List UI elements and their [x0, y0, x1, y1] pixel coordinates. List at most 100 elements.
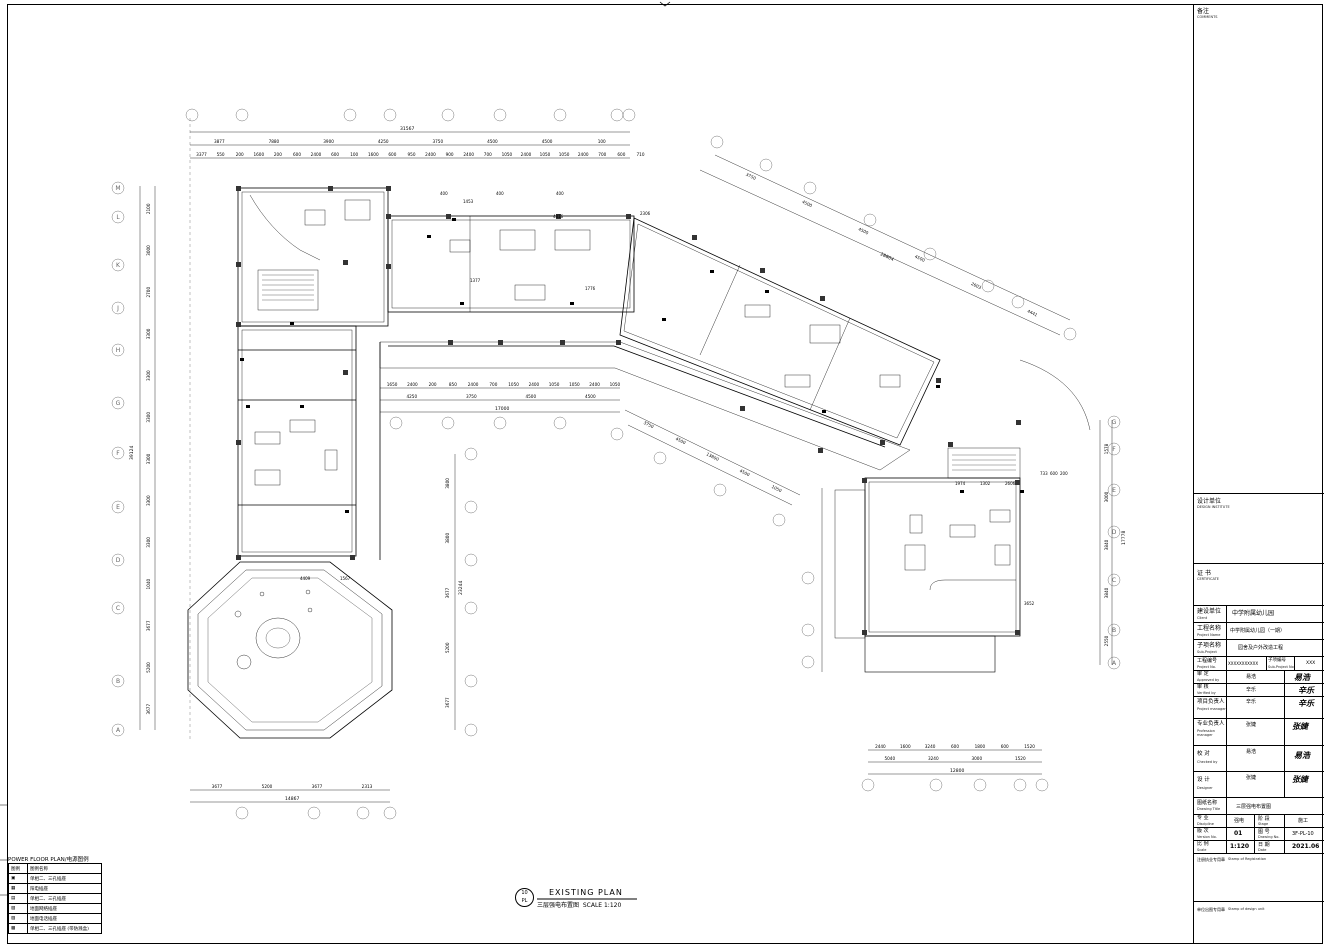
drawing-title-value: 三层强电布置图: [1236, 804, 1272, 810]
dim-top-detail: 2400: [311, 152, 322, 157]
dim-corridor-detail: 1050: [508, 382, 519, 387]
project-row: 工程名称 Project Name 中学附属幼儿园（一期）: [1194, 623, 1324, 640]
room-dimension-label: 400: [556, 191, 564, 196]
dim-top-segment: 4500: [487, 139, 498, 144]
room-dimension-label: 1567: [340, 576, 351, 581]
upper-classroom-block: [387, 215, 635, 313]
grid-axis-right: E: [1112, 487, 1116, 494]
dim-diagonal-segment: 4500: [801, 199, 813, 208]
drawing-title-label-en: Drawing Title: [1197, 807, 1221, 811]
grid-axis-left: F: [116, 450, 120, 457]
dim-left-segment: 3677: [146, 620, 151, 631]
dim-diagonal-segment: 4500: [914, 254, 926, 263]
dim-top-detail: 700: [598, 152, 606, 157]
profession-manager-value: 张婕: [1246, 722, 1257, 728]
dim-diagonal-lower-segment: 4500: [739, 468, 751, 477]
legend-symbol: ▤: [8, 893, 28, 904]
discipline-label: 专 业: [1197, 815, 1209, 821]
plan-name: 三层强电布置图: [537, 902, 580, 909]
room-dimension-label: 1377: [470, 278, 481, 283]
legend-header-symbol: 图例: [8, 863, 28, 874]
grid-axis-left: C: [116, 605, 120, 612]
legend-item: 单相二、三孔插座: [27, 893, 102, 904]
subproject-value: 园舍及户外改造工程: [1238, 645, 1284, 651]
room-dimension-label: 733: [1040, 471, 1048, 476]
registration-cell: 注册执业专用章 Stamp of Registration: [1194, 854, 1324, 902]
dim-diagonal-lower-segment: 1050: [771, 484, 783, 493]
room-dimension-label: 4409: [300, 576, 311, 581]
room-dimension-label: 1302: [980, 481, 991, 486]
grid-axis-right: C: [1112, 577, 1116, 584]
dim-bottom-right-segment: 3240: [928, 756, 939, 761]
subproject-row: 子项名称 Sub-Project 园舍及户外改造工程: [1194, 640, 1324, 657]
legend-symbol: ▣: [8, 873, 28, 884]
dim-right-segment: 2550: [1104, 635, 1109, 646]
dim-top-detail: 600: [617, 152, 625, 157]
dim-top-detail: 1600: [253, 152, 264, 157]
drawing-number-value: 3F-PL-10: [1292, 831, 1314, 837]
dim-corridor-detail: 700: [489, 382, 497, 387]
stamp-cell: 单位出图专用章 Stamp of design unit: [1194, 902, 1324, 944]
dim-top-detail: 3377: [196, 152, 207, 157]
dim-hex-segment: 5200: [445, 642, 450, 653]
design-unit-label: 设计单位: [1197, 498, 1222, 505]
designer-value: 张婕: [1246, 775, 1257, 781]
dimension-text: 31567 17000 14867 12800 17778 39124 2324…: [129, 126, 1127, 802]
dim-diagonal-segment: 2603: [970, 281, 982, 290]
verified-label-en: Verified by: [1197, 691, 1216, 695]
profession-manager-row: 专业负责人 Profession manager 张婕 张婕: [1194, 719, 1324, 746]
project-label: 工程名称: [1197, 625, 1222, 632]
dim-corridor-detail: 2400: [468, 382, 479, 387]
dim-right-segment: 1578: [1104, 443, 1109, 454]
legend-item: 地面网络插座: [27, 903, 102, 914]
dim-hex-segment: 3677: [445, 587, 450, 598]
dim-top-total: 31567: [400, 126, 414, 132]
dim-bottom-right-detail: 600: [1001, 744, 1009, 749]
discipline-label-en: Discipline: [1197, 822, 1214, 826]
scale-label-en: Scale: [1197, 848, 1207, 852]
dim-top-segment: 3750: [432, 139, 443, 144]
dim-hex-segment: 3677: [445, 697, 450, 708]
grid-axis-right: D: [1112, 529, 1117, 536]
date-label-en: Date: [1258, 848, 1267, 852]
room-dimension-label: 400: [496, 191, 504, 196]
room-dimension-label: 3652: [1024, 601, 1035, 606]
profession-manager-signature: 张婕: [1292, 721, 1308, 731]
dim-bottom-right-segment: 5040: [884, 756, 895, 761]
checked-label-en: Checked by: [1197, 760, 1218, 764]
room-dimension-label: 2306: [640, 211, 651, 216]
dim-top-detail: 200: [236, 152, 244, 157]
dim-left-segment: 2100: [146, 203, 151, 214]
dim-diagonal-segment: 4441: [1027, 308, 1039, 317]
dim-left-segment: 1040: [146, 578, 151, 589]
dim-corridor-detail: 1050: [569, 382, 580, 387]
design-unit-label-en: DESIGN INSTITUTE: [1197, 505, 1230, 509]
sheet-center-marker: [659, 1, 671, 7]
dim-corridor-detail: 2400: [407, 382, 418, 387]
title-block: 备注 COMMENTS 设计单位 DESIGN INSTITUTE 证 书 CE…: [1193, 4, 1324, 944]
room-dimension-label: 600: [1050, 471, 1058, 476]
plan-title-chinese: 三层强电布置图 SCALE 1:120: [537, 900, 621, 909]
drawing-number: 10: [521, 890, 528, 896]
power-legend: POWER FLOOR PLAN/电源图例 图例 图例名称 ▣单相二、三孔插座 …: [8, 855, 102, 944]
approved-value: 易浩: [1246, 674, 1257, 680]
certificate-label-en: CERTIFICATE: [1197, 577, 1219, 581]
grid-axis-left: D: [116, 557, 121, 564]
dim-top-segment: 4500: [542, 139, 553, 144]
subproject-label-en: Sub-Project: [1197, 650, 1217, 654]
dim-top-detail: 950: [408, 152, 416, 157]
corridor-outline: [379, 341, 911, 471]
verified-label: 审 核: [1197, 684, 1209, 690]
room-dimension-label: 400: [440, 191, 448, 196]
dim-left-segment: 3000: [146, 245, 151, 256]
legend-header-name: 图例名称: [27, 863, 102, 874]
left-wing-upper: [237, 187, 389, 327]
dim-corridor-detail: 1050: [610, 382, 621, 387]
legend-symbol: ▧: [8, 903, 28, 914]
checked-signature: 易浩: [1294, 750, 1310, 760]
project-number-label: 工程编号: [1197, 658, 1218, 664]
designer-label-en: Designer: [1197, 786, 1213, 790]
certificate-label: 证 书: [1197, 570, 1211, 577]
comments-cell: 备注 COMMENTS: [1194, 4, 1324, 494]
dim-bottom-right-detail: 1520: [1024, 744, 1035, 749]
